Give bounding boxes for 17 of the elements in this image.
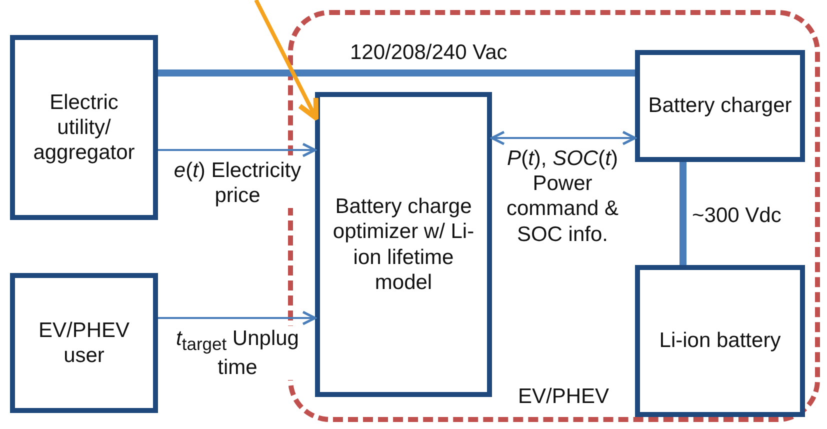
connector-line (158, 70, 635, 76)
arrow (254, 0, 318, 120)
region-label: EV/PHEV (518, 384, 610, 409)
arrow (490, 130, 636, 146)
block-label: Battery charger (647, 93, 793, 119)
block-box (315, 92, 492, 397)
block-box (635, 50, 805, 162)
block-label: Battery charge optimizer w/ Li-ion lifetime model (332, 194, 476, 295)
arrow (158, 142, 316, 158)
block-label: EV/PHEV user (37, 318, 131, 368)
arrow (158, 310, 316, 326)
block-box (10, 273, 158, 413)
block-label: Electric utility/ aggregator (32, 90, 136, 166)
connector-line (680, 162, 686, 265)
block-box (635, 265, 805, 417)
block-box (10, 35, 158, 220)
block-label: Li-ion battery (658, 328, 782, 354)
